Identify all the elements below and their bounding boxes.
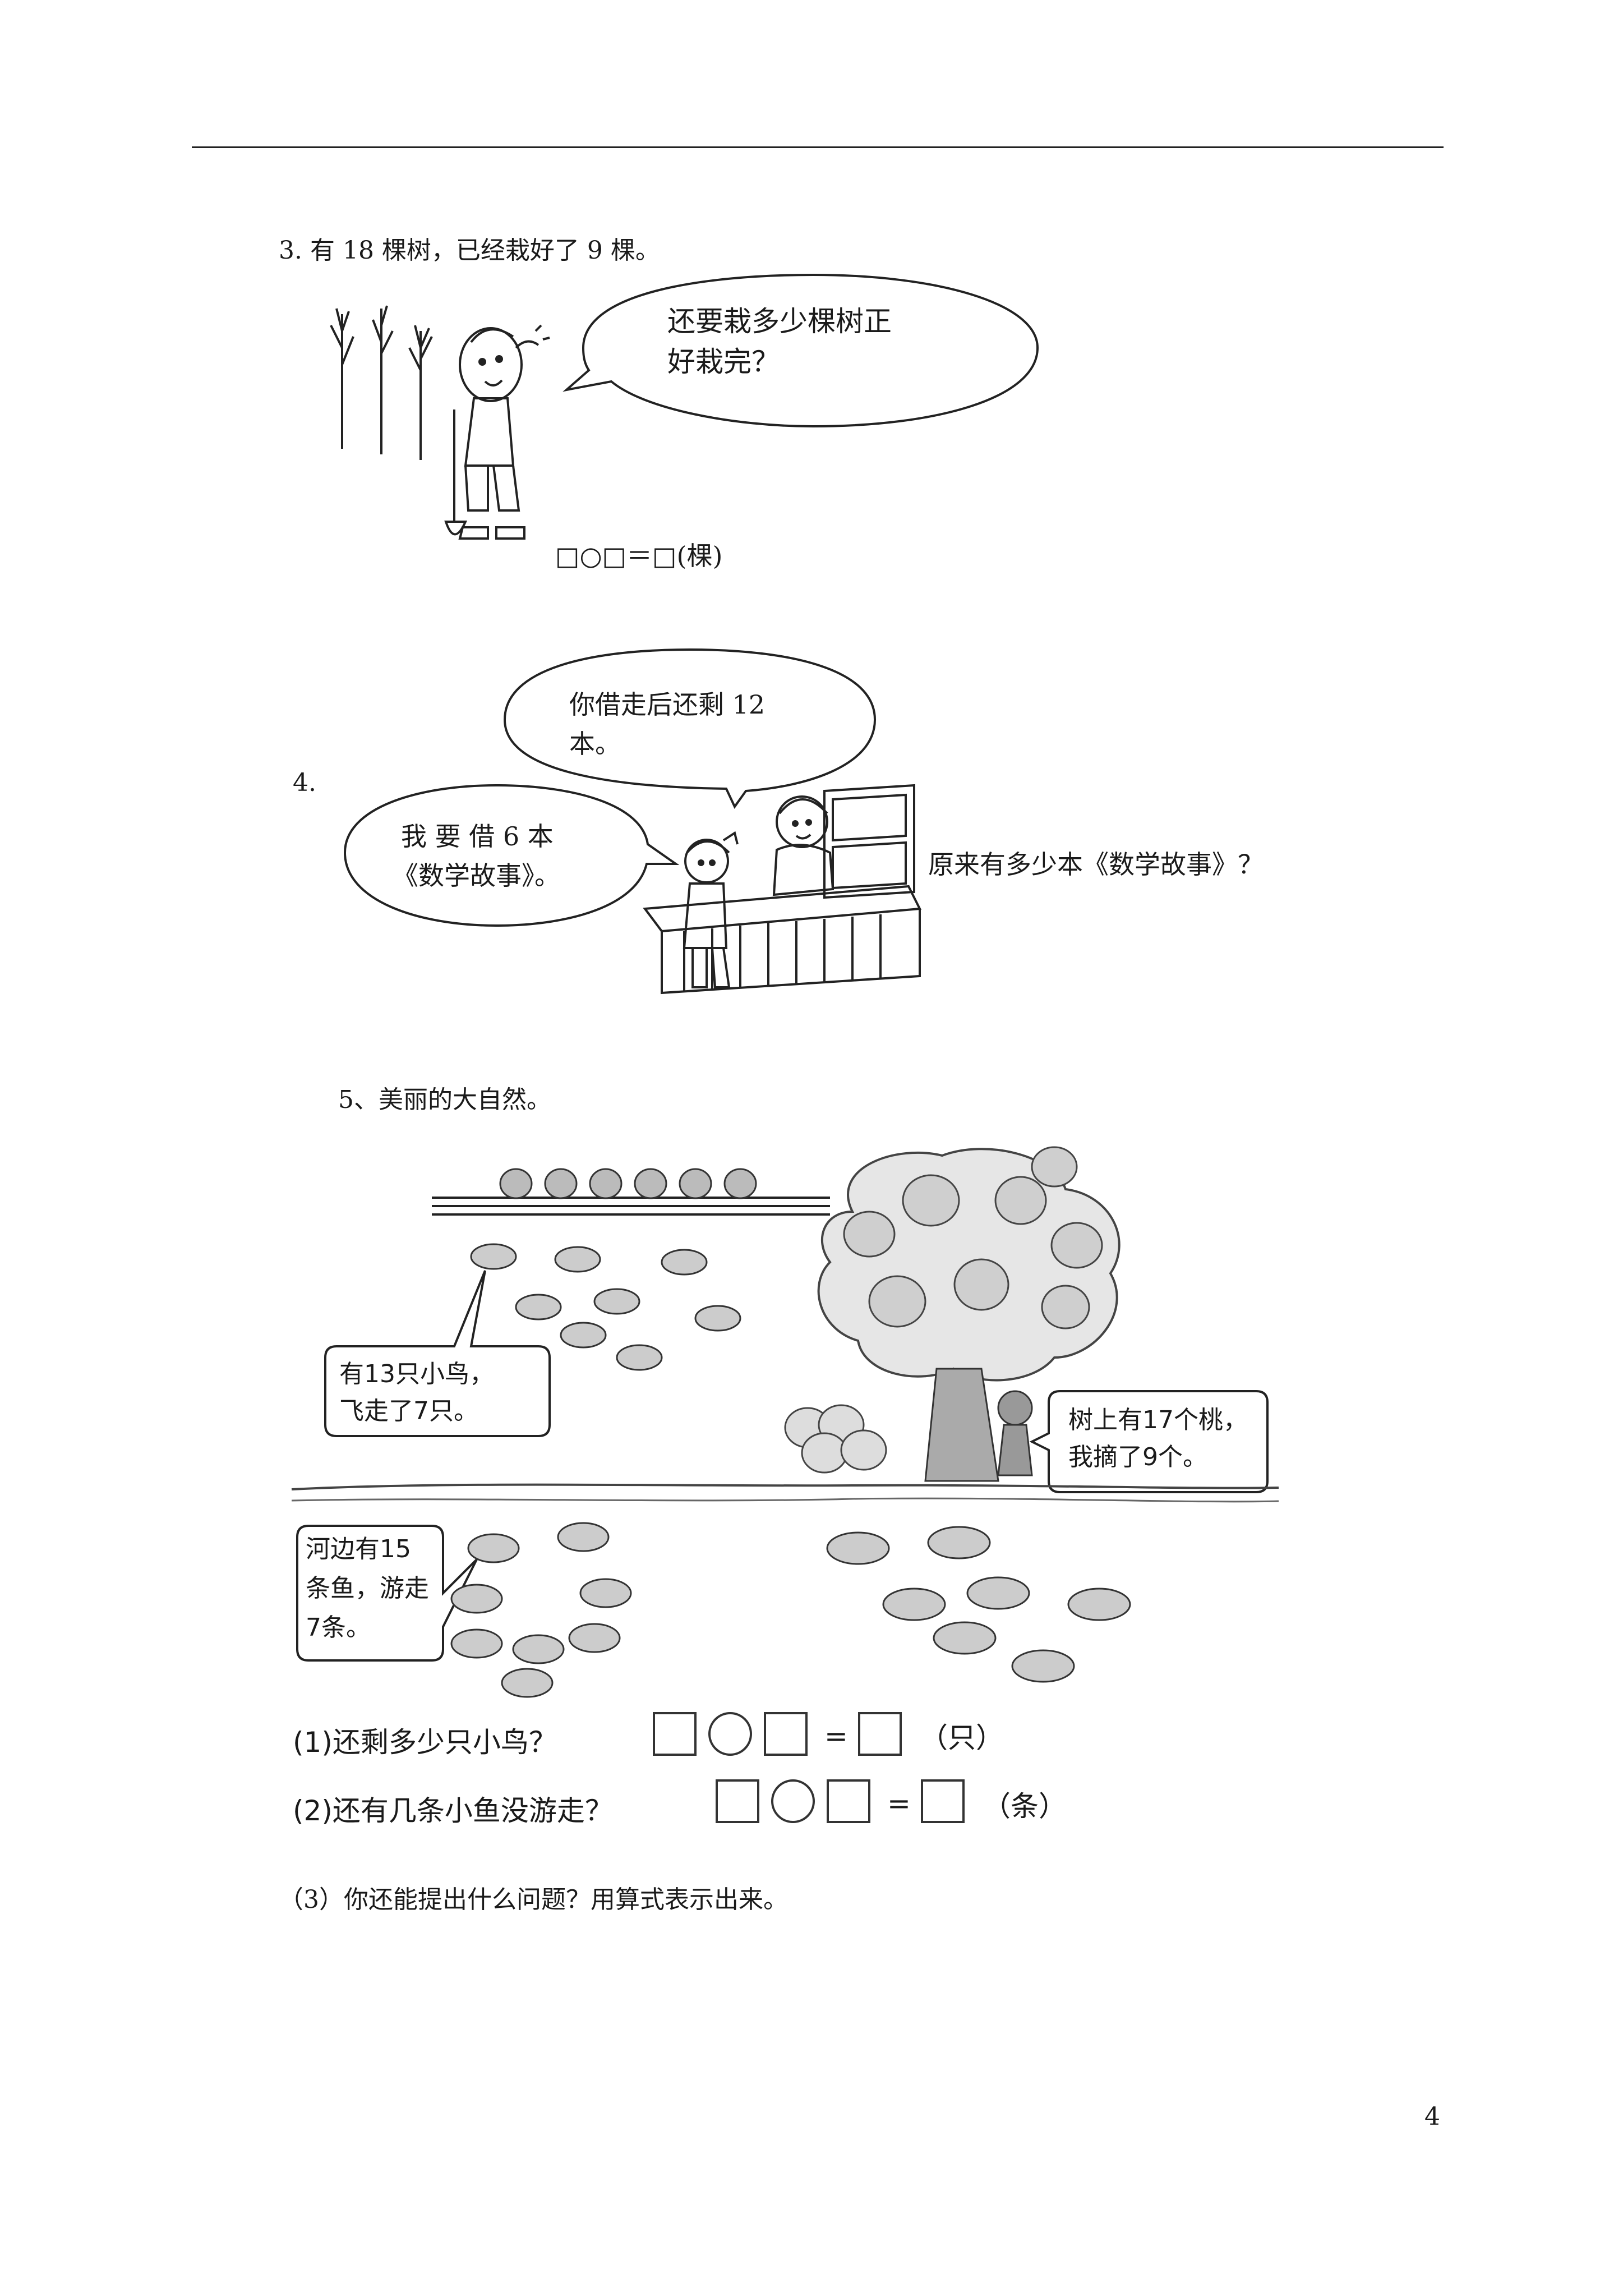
sub2-unit: （条） <box>983 1790 1067 1823</box>
girl-bubble-line2: 《数学故事》。 <box>393 861 560 891</box>
sub2-answer-box-3[interactable] <box>921 1779 965 1823</box>
sub1-answer-box-2[interactable] <box>764 1712 808 1756</box>
sub2-operator-circle[interactable] <box>771 1779 815 1823</box>
sub1-answer-box-3[interactable] <box>858 1712 902 1756</box>
q3-bubble-line1: 还要栽多少棵树正 <box>667 305 892 338</box>
q3-bubble-line2: 好栽完？ <box>667 346 780 378</box>
sub2-question: (2)还有几条小鱼没游走？ <box>293 1795 613 1827</box>
bird-callout-line2: 飞走了7只。 <box>339 1397 478 1425</box>
sub2-equals: = <box>887 1787 911 1820</box>
girl-speech-bubble <box>343 784 680 927</box>
clerk-bubble-line2: 本。 <box>569 729 621 759</box>
q5-title: 5、美丽的大自然。 <box>338 1085 551 1114</box>
monkey-callout-line1: 树上有17个桃， <box>1068 1406 1248 1434</box>
boy-with-trees-illustration <box>330 305 550 540</box>
q3-formula: □○□＝□(棵) <box>555 541 723 571</box>
bird-callout-line1: 有13只小鸟， <box>339 1360 494 1388</box>
nature-scene-illustration <box>291 1146 1279 1698</box>
fish-callout-line2: 条鱼，游走 <box>306 1574 429 1603</box>
q3-speech-bubble <box>562 273 1039 428</box>
monkey-callout-line2: 我摘了9个。 <box>1068 1443 1207 1471</box>
sub1-answer-box-1[interactable] <box>653 1712 697 1756</box>
sub2-answer-box-2[interactable] <box>827 1779 870 1823</box>
sub1-unit: （只） <box>920 1722 1004 1754</box>
library-counter-illustration <box>643 784 922 995</box>
sub1-equals: = <box>824 1720 848 1752</box>
fish-callout-line1: 河边有15 <box>306 1535 411 1563</box>
sub1-operator-circle[interactable] <box>708 1712 752 1756</box>
header-rule <box>192 146 1444 148</box>
page-number: 4 <box>1424 2102 1440 2131</box>
sub1-question: (1)还剩多少只小鸟？ <box>293 1726 557 1759</box>
girl-bubble-line1: 我 要 借 6 本 <box>401 821 554 852</box>
sub3-question: （3）你还能提出什么问题？用算式表示出来。 <box>279 1885 788 1914</box>
q4-number: 4. <box>293 769 316 797</box>
q3-label: 3. 有 18 棵树，已经栽好了 9 棵。 <box>279 236 660 265</box>
clerk-speech-bubble <box>503 648 877 809</box>
clerk-bubble-line1: 你借走后还剩 12 <box>569 689 766 720</box>
q4-question: 原来有多少本《数学故事》？ <box>928 849 1264 880</box>
fish-callout-line3: 7条。 <box>306 1613 371 1642</box>
sub2-answer-box-1[interactable] <box>716 1779 759 1823</box>
